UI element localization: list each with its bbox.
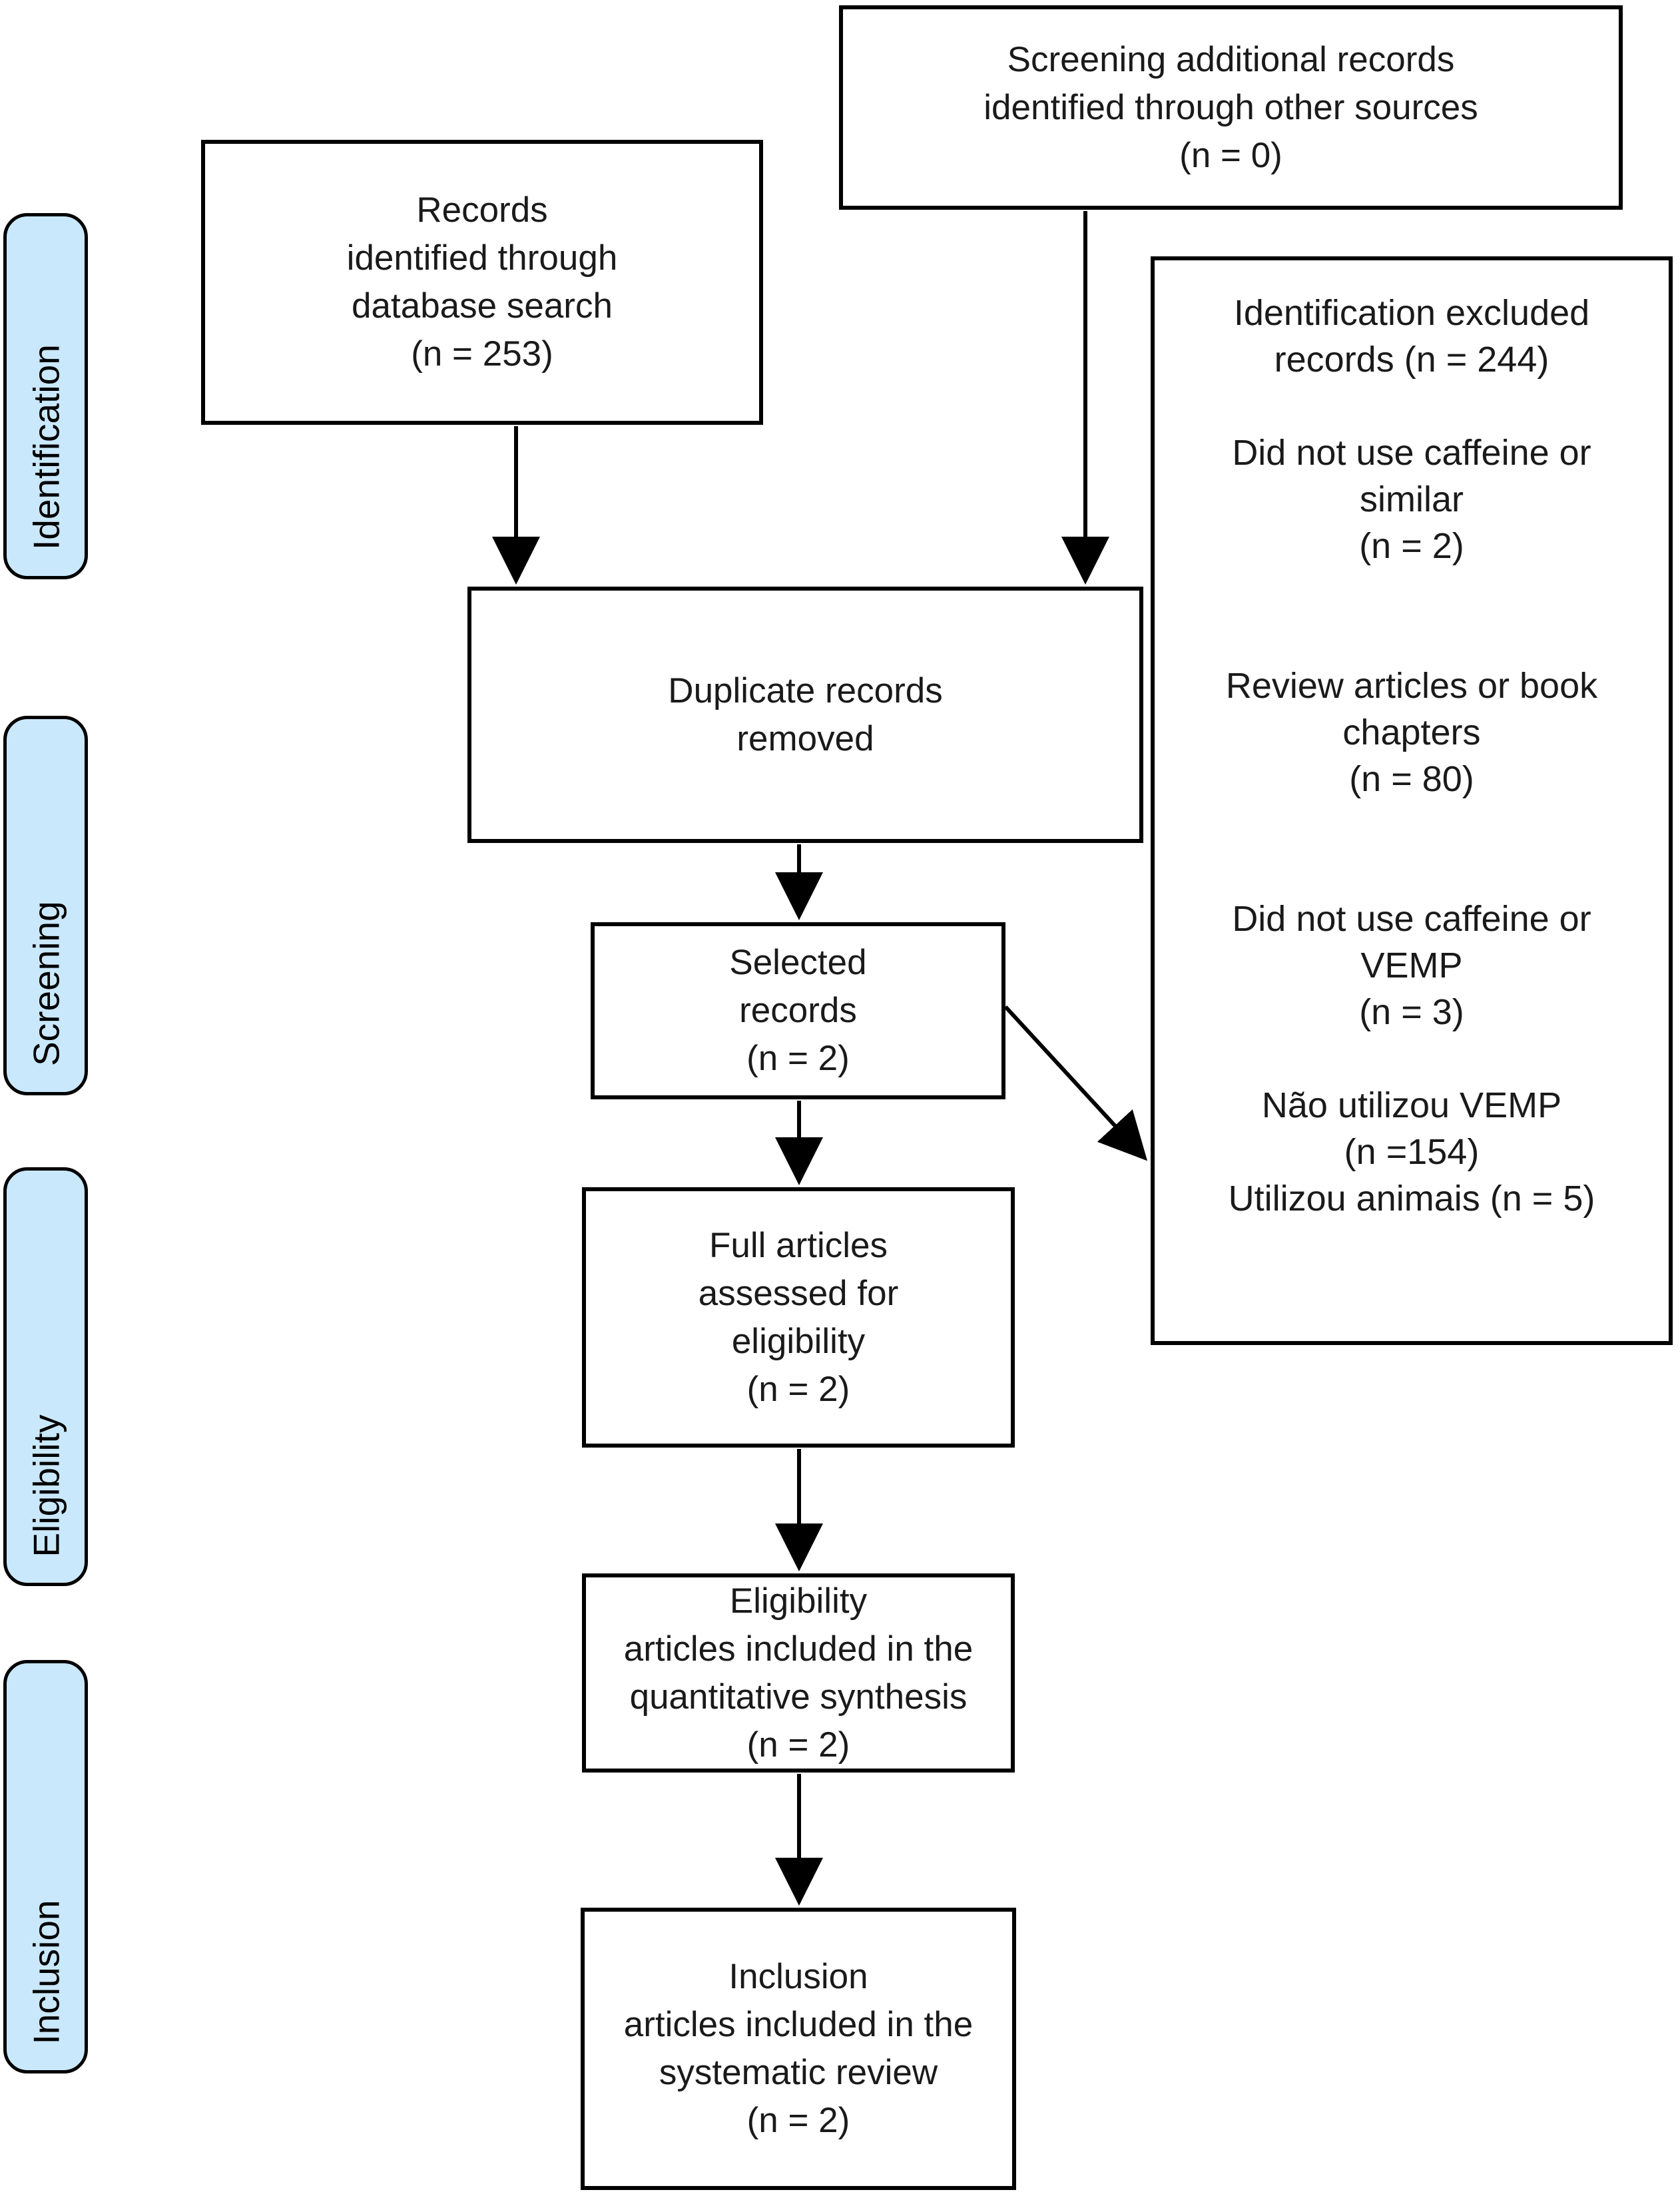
box-systematic-review: Inclusion articles included in the syste… [581, 1908, 1016, 2190]
stage-label-eligibility: Eligibility [25, 1414, 67, 1557]
box-selected-records: Selected records (n = 2) [591, 922, 1005, 1099]
box-excluded-records: Identification excluded records (n = 244… [1151, 256, 1673, 1345]
stage-pill-screening: Screening [3, 716, 88, 1095]
stage-label-inclusion: Inclusion [25, 1899, 67, 2044]
box-quantitative-synthesis: Eligibility articles included in the qua… [582, 1573, 1015, 1773]
box-records-identified: Records identified through database sear… [201, 140, 763, 425]
stage-label-identification: Identification [25, 344, 67, 550]
stage-label-screening: Screening [25, 901, 67, 1066]
stage-pill-eligibility: Eligibility [3, 1167, 88, 1586]
stage-pill-inclusion: Inclusion [3, 1660, 88, 2073]
arrow-selected-to-excluded [1003, 1005, 1148, 1161]
box-additional-records: Screening additional records identified … [839, 5, 1623, 210]
box-duplicates-removed: Duplicate records removed [467, 587, 1143, 843]
stage-pill-identification: Identification [3, 213, 88, 579]
box-full-articles: Full articles assessed for eligibility (… [582, 1187, 1015, 1448]
